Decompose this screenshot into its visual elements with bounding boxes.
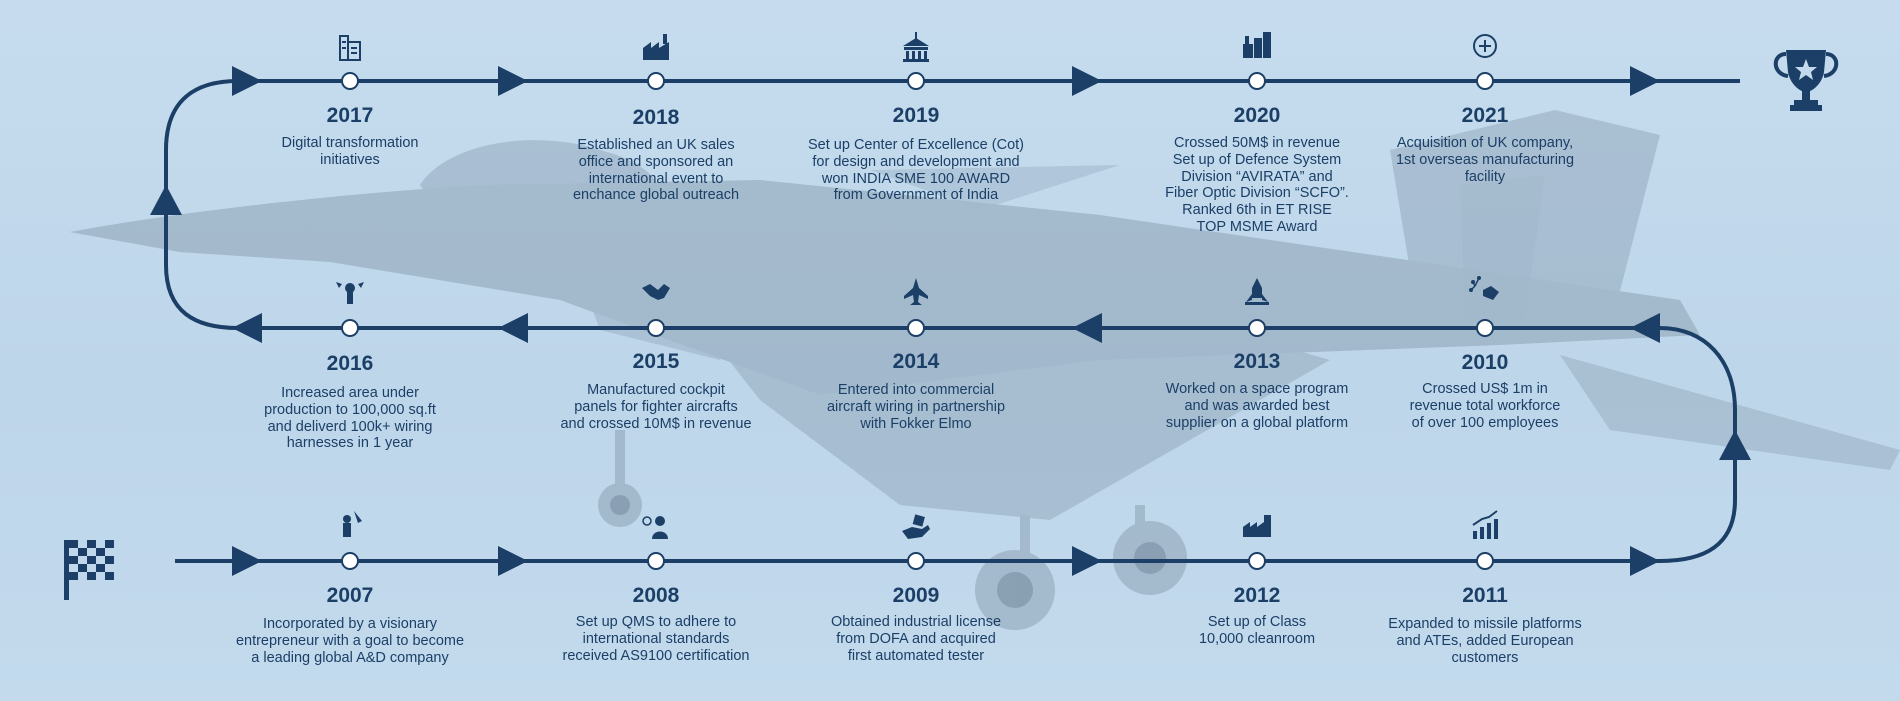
timeline-node-2018	[647, 72, 665, 90]
timeline-node-2012	[1248, 552, 1266, 570]
trophy-icon	[1773, 50, 1839, 111]
timeline-node-2008	[647, 552, 665, 570]
network-handshake-icon	[1469, 276, 1499, 300]
milestone-description-2021: Acquisition of UK company, 1st overseas …	[1395, 135, 1575, 185]
buildings-icon	[339, 35, 361, 61]
direction-arrows	[150, 66, 1751, 576]
milestone-year-2013: 2013	[1233, 350, 1281, 373]
milestone-description-2012: Set up of Class 10,000 cleanroom	[1198, 614, 1316, 647]
milestone-year-2016: 2016	[326, 352, 374, 375]
milestone-year-2007: 2007	[326, 584, 374, 607]
timeline-node-2011	[1476, 552, 1494, 570]
milestone-year-2018: 2018	[632, 106, 680, 129]
cleanroom-factory-icon	[1243, 515, 1271, 537]
milestone-description-2010: Crossed US$ 1m in revenue total workforc…	[1409, 381, 1561, 431]
timeline-node-2015	[647, 319, 665, 337]
rocket-icon	[1245, 278, 1269, 305]
certified-person-icon	[642, 516, 668, 539]
factory-icon	[643, 34, 669, 60]
milestone-description-2011: Expanded to missile platforms and ATEs, …	[1388, 616, 1582, 666]
growth-person-icon	[336, 282, 364, 304]
milestone-year-2014: 2014	[892, 350, 940, 373]
milestone-description-2013: Worked on a space program and was awarde…	[1165, 381, 1349, 431]
milestone-year-2012: 2012	[1233, 584, 1281, 607]
milestone-description-2008: Set up QMS to adhere to international st…	[562, 614, 750, 664]
timeline-connector-left	[164, 79, 239, 330]
milestone-year-2017: 2017	[326, 104, 374, 127]
visionary-person-icon	[343, 511, 362, 537]
timeline-node-2019	[907, 72, 925, 90]
plus-circle-icon	[1473, 34, 1497, 58]
handshake-icon	[642, 284, 670, 300]
timeline-node-2016	[341, 319, 359, 337]
timeline-node-2013	[1248, 319, 1266, 337]
milestone-year-2020: 2020	[1233, 104, 1281, 127]
milestone-description-2014: Entered into commercial aircraft wiring …	[826, 382, 1006, 432]
milestone-year-2015: 2015	[632, 350, 680, 373]
milestone-description-2007: Incorporated by a visionary entrepreneur…	[235, 616, 465, 666]
milestone-year-2010: 2010	[1461, 351, 1509, 374]
milestone-description-2015: Manufactured cockpit panels for fighter …	[560, 382, 752, 432]
milestone-year-2009: 2009	[892, 584, 940, 607]
timeline-node-2021	[1476, 72, 1494, 90]
timeline-node-2020	[1248, 72, 1266, 90]
milestone-description-2020: Crossed 50M$ in revenue Set up of Defenc…	[1165, 135, 1349, 235]
milestone-description-2009: Obtained industrial license from DOFA an…	[830, 614, 1002, 664]
growth-chart-icon	[1472, 510, 1498, 539]
milestone-year-2011: 2011	[1462, 584, 1508, 607]
milestone-year-2021: 2021	[1461, 104, 1509, 127]
timeline-node-2007	[341, 552, 359, 570]
milestone-description-2016: Increased area under production to 100,0…	[264, 385, 436, 452]
license-hand-icon	[902, 514, 930, 539]
timeline-node-2017	[341, 72, 359, 90]
timeline-node-2009	[907, 552, 925, 570]
jet-icon	[904, 278, 928, 305]
milestone-description-2018: Established an UK sales office and spons…	[572, 137, 740, 204]
timeline-node-2010	[1476, 319, 1494, 337]
timeline-connector-right	[1659, 326, 1737, 563]
milestone-description-2019: Set up Center of Excellence (Cot) for de…	[808, 137, 1024, 204]
milestone-year-2008: 2008	[632, 584, 680, 607]
milestone-year-2019: 2019	[892, 104, 940, 127]
timeline-node-2014	[907, 319, 925, 337]
milestone-description-2017: Digital transformation initiatives	[281, 135, 419, 168]
industry-icon	[1243, 32, 1271, 58]
checkered-flag-icon	[64, 540, 114, 600]
government-building-icon	[903, 32, 929, 62]
